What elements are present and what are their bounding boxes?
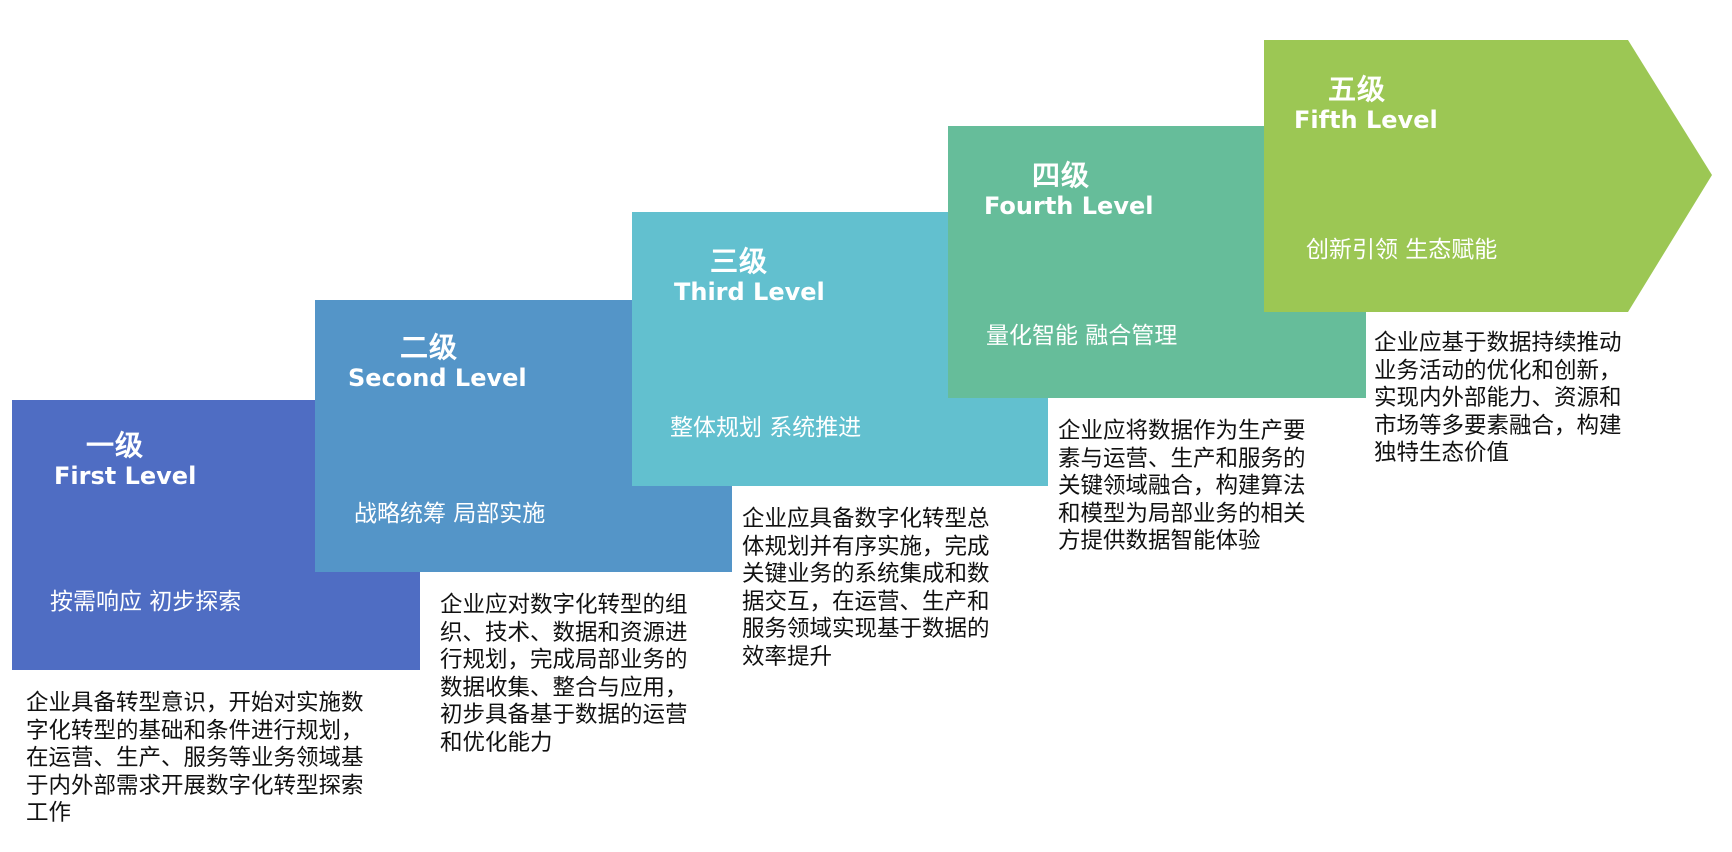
level-block-5-arrow bbox=[1264, 40, 1712, 312]
level-3-title-zh: 三级 bbox=[710, 245, 769, 278]
level-1-description: 企业具备转型意识，开始对实施数 字化转型的基础和条件进行规划， 在运营、生产、服… bbox=[26, 690, 364, 826]
level-3-description: 企业应具备数字化转型总 体规划并有序实施，完成 关键业务的系统集成和数 据交互，… bbox=[742, 506, 990, 670]
level-3-title-en: Third Level bbox=[674, 278, 825, 306]
level-5-tag: 创新引领 生态赋能 bbox=[1306, 237, 1498, 263]
level-3-tag: 整体规划 系统推进 bbox=[670, 415, 862, 441]
level-4-title-zh: 四级 bbox=[1032, 159, 1091, 192]
level-block-2 bbox=[315, 300, 732, 572]
level-block-3 bbox=[632, 212, 1048, 486]
level-2-title-en: Second Level bbox=[348, 364, 527, 392]
level-4-tag: 量化智能 融合管理 bbox=[986, 323, 1178, 349]
level-2-title-zh: 二级 bbox=[400, 331, 459, 364]
level-1-tag: 按需响应 初步探索 bbox=[50, 589, 242, 615]
level-5-description: 企业应基于数据持续推动 业务活动的优化和创新， 实现内外部能力、资源和 市场等多… bbox=[1374, 330, 1622, 466]
level-block-4 bbox=[948, 126, 1366, 398]
level-1-title-zh: 一级 bbox=[86, 429, 145, 462]
level-2-tag: 战略统筹 局部实施 bbox=[354, 501, 546, 527]
level-4-title-en: Fourth Level bbox=[984, 192, 1154, 220]
level-1-title-en: First Level bbox=[54, 462, 197, 490]
level-5-title-en: Fifth Level bbox=[1294, 106, 1438, 134]
level-5-title-zh: 五级 bbox=[1328, 73, 1387, 106]
level-2-description: 企业应对数字化转型的组 织、技术、数据和资源进 行规划，完成局部业务的 数据收集… bbox=[440, 592, 688, 756]
level-4-description: 企业应将数据作为生产要 素与运营、生产和服务的 关键领域融合，构建算法 和模型为… bbox=[1058, 418, 1306, 554]
